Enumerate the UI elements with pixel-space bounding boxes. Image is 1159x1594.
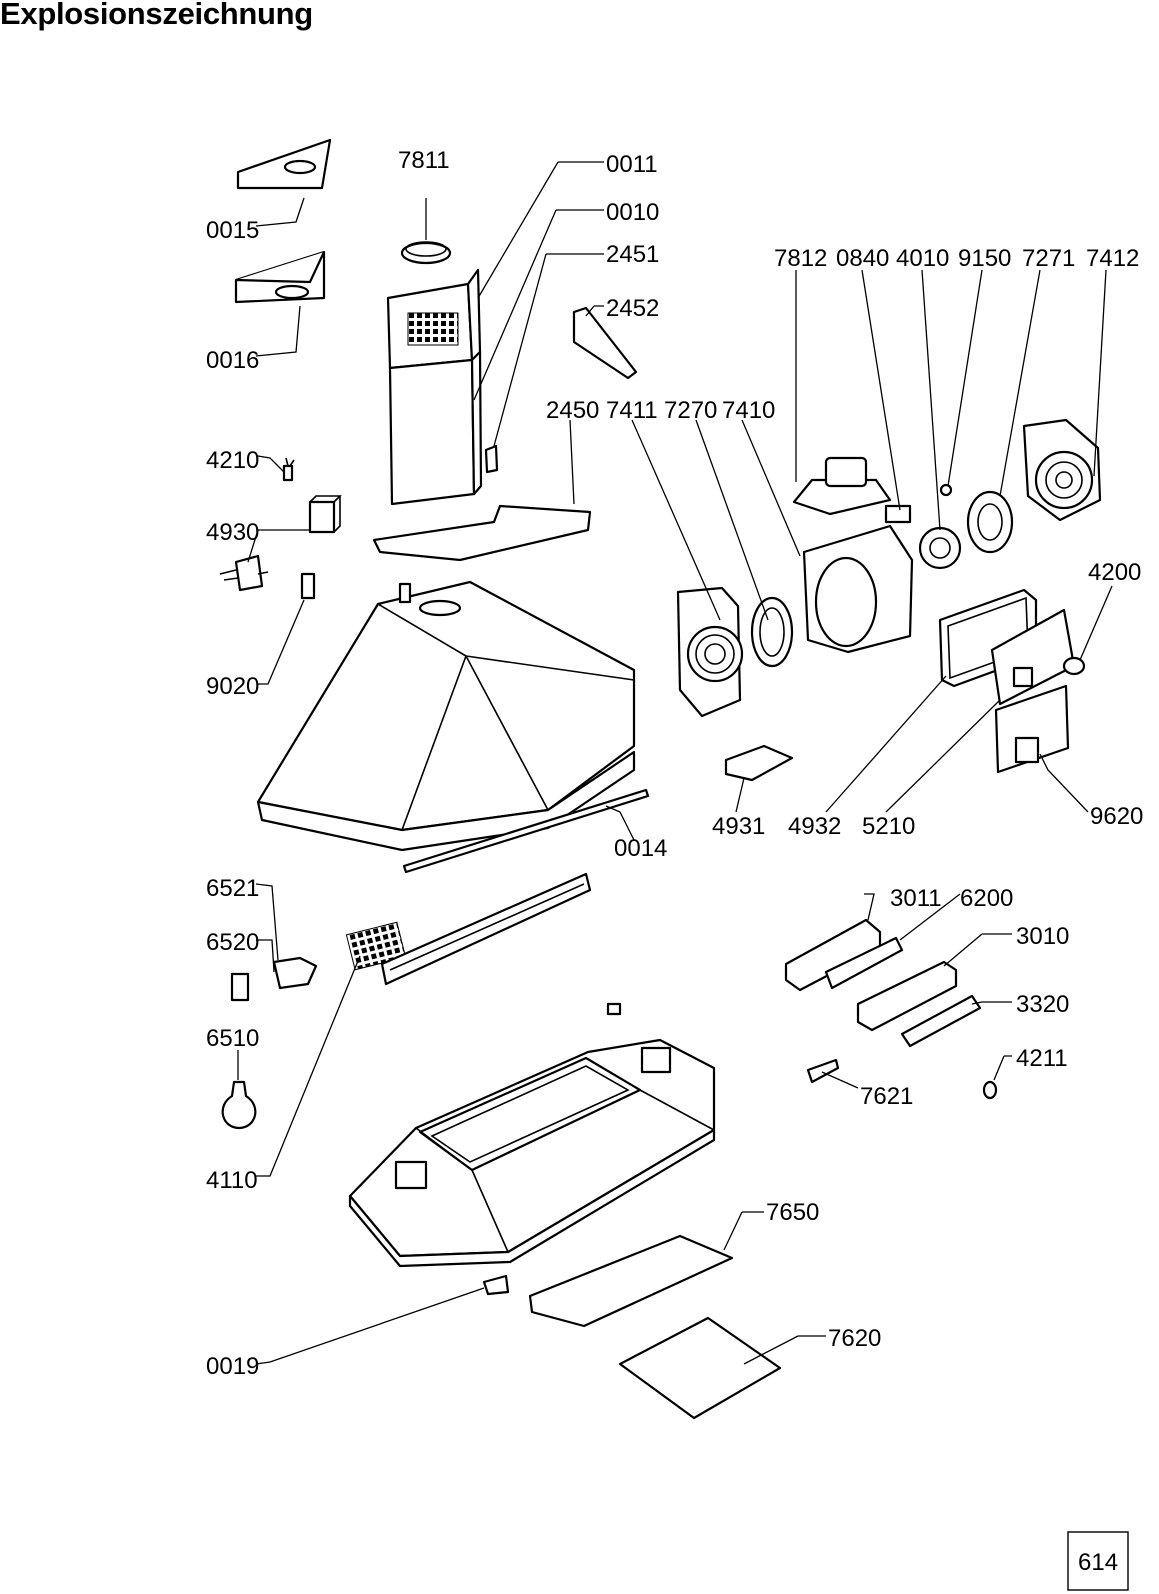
label-6520: 6520 (206, 929, 259, 956)
label-7620: 7620 (828, 1325, 881, 1352)
label-7270: 7270 (664, 397, 717, 424)
label-6521: 6521 (206, 875, 259, 902)
label-4010: 4010 (896, 245, 949, 272)
part-lower-canopy (348, 1038, 716, 1296)
label-5210: 5210 (862, 813, 915, 840)
label-9620: 9620 (1090, 803, 1143, 830)
part-labels: 0015 0016 7811 0011 0010 2451 2452 4210 … (206, 147, 1143, 1380)
part-7650-filter (528, 1234, 734, 1328)
label-2452: 2452 (606, 295, 659, 322)
label-6510: 6510 (206, 1025, 259, 1052)
label-7811: 7811 (398, 147, 450, 174)
part-7811-collar (400, 241, 452, 265)
label-7621: 7621 (860, 1083, 913, 1110)
part-0014-rail (402, 788, 650, 874)
label-4932: 4932 (788, 813, 841, 840)
label-0840: 0840 (836, 245, 889, 272)
part-7620-carbon-filter (618, 1316, 782, 1420)
part-hood-body (256, 580, 636, 852)
label-9020: 9020 (206, 673, 259, 700)
part-2450-grease-rack (372, 504, 592, 562)
label-4110: 4110 (206, 1167, 258, 1194)
part-4930-switch (219, 495, 342, 592)
label-4210: 4210 (206, 447, 259, 474)
label-4930: 4930 (206, 519, 259, 546)
label-0015: 0015 (206, 217, 259, 244)
label-2450: 2450 (546, 397, 599, 424)
part-6510-bulb (221, 1080, 257, 1130)
label-0016: 0016 (206, 347, 259, 374)
label-4200: 4200 (1088, 559, 1141, 586)
label-0011: 0011 (606, 151, 658, 178)
label-3320: 3320 (1016, 991, 1069, 1018)
label-4931: 4931 (712, 813, 765, 840)
part-9620-cover (994, 684, 1070, 774)
page-number: 614 (1078, 1549, 1118, 1576)
label-6200: 6200 (960, 885, 1013, 912)
label-7410: 7410 (722, 397, 775, 424)
label-7650: 7650 (766, 1199, 819, 1226)
part-4200-capacitor (1062, 656, 1086, 676)
leader-lines (237, 161, 1113, 1365)
part-6520-socket (230, 972, 250, 1002)
page-number-box (1067, 1531, 1129, 1591)
label-0014: 0014 (614, 835, 667, 862)
label-7411: 7411 (606, 397, 658, 424)
label-0019: 0019 (206, 1353, 259, 1380)
part-6521-holder (272, 956, 318, 990)
label-7812: 7812 (774, 245, 827, 272)
page-title: Explosionszeichnung (0, 0, 313, 31)
label-9150: 9150 (958, 245, 1011, 272)
part-9020-switch (300, 572, 316, 600)
label-0010: 0010 (606, 199, 659, 226)
part-4210-lamp-holder (282, 457, 295, 482)
label-7271: 7271 (1022, 245, 1075, 272)
label-7412: 7412 (1086, 245, 1139, 272)
part-2452-bracket (572, 306, 638, 380)
label-3011: 3011 (890, 885, 942, 912)
part-0015-cover (236, 138, 332, 190)
part-4110-light-cover (345, 921, 407, 971)
part-0016-cover (234, 250, 326, 304)
part-control-panel (784, 918, 998, 1100)
label-3010: 3010 (1016, 923, 1069, 950)
label-4211: 4211 (1016, 1045, 1068, 1072)
label-2451: 2451 (606, 241, 659, 268)
part-4931-tray (724, 744, 794, 782)
part-2451-clip (484, 444, 499, 474)
part-blower-assembly (676, 418, 1102, 718)
part-0010-0011-chimney (386, 268, 483, 506)
